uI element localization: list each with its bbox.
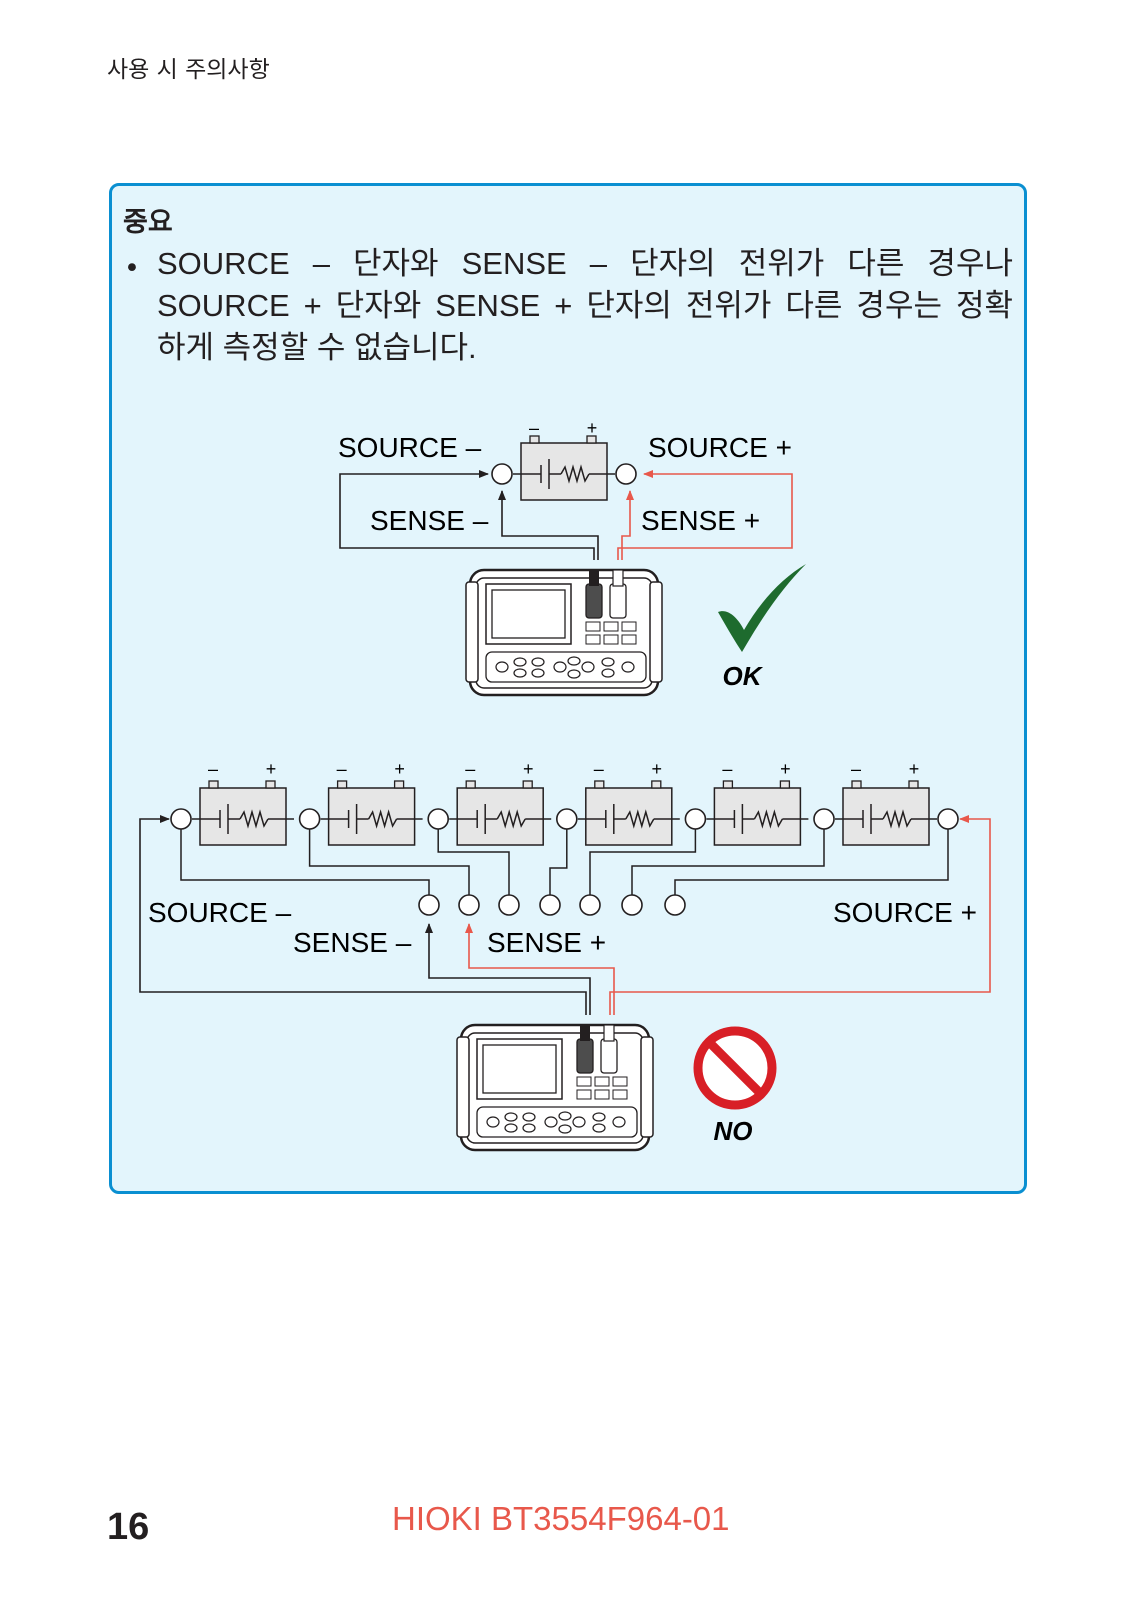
document-id: HIOKI BT3554F964-01 bbox=[392, 1500, 730, 1537]
battery-chain: – + – + – + – + – + – + bbox=[139, 759, 991, 1015]
sense-terminal bbox=[498, 894, 520, 916]
sense-minus-label: SENSE – bbox=[293, 927, 412, 958]
sense-plus-wire bbox=[465, 923, 615, 1015]
sense-terminal bbox=[539, 894, 561, 916]
source-minus-wire bbox=[339, 470, 595, 560]
chain-wire bbox=[589, 829, 697, 895]
no-label: NO bbox=[714, 1116, 753, 1146]
source-minus-terminal bbox=[491, 463, 513, 485]
chain-wire bbox=[180, 829, 430, 895]
chain-wire bbox=[549, 829, 568, 895]
source-minus-label: SOURCE – bbox=[148, 897, 292, 928]
battery-terminal bbox=[427, 808, 450, 830]
sense-terminal bbox=[418, 894, 440, 916]
meter-icon bbox=[464, 568, 664, 697]
polarity-plus-label: + bbox=[266, 759, 277, 779]
source-plus-wire bbox=[617, 470, 793, 560]
chain-wire bbox=[674, 829, 949, 895]
battery-icon bbox=[191, 780, 295, 846]
ok-diagram: – + SOURCE – SOURCE + SENSE – SENSE + OK bbox=[338, 418, 806, 697]
chain-wire bbox=[631, 829, 825, 895]
meter-icon bbox=[455, 1023, 655, 1152]
polarity-plus-label: + bbox=[652, 759, 663, 779]
battery-icon bbox=[319, 780, 424, 846]
chain-wire bbox=[437, 829, 510, 895]
page-number: 16 bbox=[107, 1506, 150, 1548]
source-minus-wire bbox=[139, 815, 587, 1015]
source-plus-terminal bbox=[615, 463, 637, 485]
sense-plus-label: SENSE + bbox=[487, 927, 606, 958]
notice-line-3: 하게 측정할 수 없습니다. bbox=[157, 330, 477, 365]
battery-icon bbox=[512, 435, 616, 501]
source-plus-label: SOURCE + bbox=[648, 432, 792, 463]
notice-title: 중요 bbox=[123, 207, 173, 238]
sense-terminal bbox=[579, 894, 601, 916]
sense-minus-wire bbox=[425, 923, 591, 1015]
polarity-minus-label: – bbox=[208, 759, 218, 779]
battery-terminal bbox=[813, 808, 835, 830]
polarity-minus-label: – bbox=[337, 759, 347, 779]
polarity-plus-label: + bbox=[780, 759, 791, 779]
sense-minus-wire bbox=[498, 490, 599, 560]
battery-icon bbox=[705, 780, 810, 846]
polarity-plus-label: + bbox=[587, 418, 598, 438]
battery-icon bbox=[834, 780, 938, 846]
battery-terminal bbox=[170, 808, 192, 830]
battery-terminal bbox=[684, 808, 707, 830]
no-diagram: – + – + – + – + – + – + SOURCE – SENSE – SENSE + SO… bbox=[139, 759, 991, 1152]
ok-label: OK bbox=[723, 661, 764, 691]
polarity-plus-label: + bbox=[523, 759, 534, 779]
check-icon bbox=[718, 564, 806, 652]
battery-icon bbox=[577, 780, 681, 846]
source-plus-label: SOURCE + bbox=[833, 897, 977, 928]
polarity-minus-label: – bbox=[722, 759, 732, 779]
sense-plus-wire bbox=[621, 490, 634, 560]
sense-terminal bbox=[621, 894, 643, 916]
polarity-minus-label: – bbox=[465, 759, 475, 779]
polarity-plus-label: + bbox=[394, 759, 405, 779]
bullet-marker: • bbox=[124, 253, 140, 284]
polarity-minus-label: – bbox=[851, 759, 861, 779]
sense-plus-label: SENSE + bbox=[641, 505, 760, 536]
polarity-plus-label: + bbox=[909, 759, 920, 779]
notice-text: SOURCE – 단자와 SENSE – 단자의 전위가 다른 경우나 SOUR… bbox=[157, 243, 1013, 369]
sense-terminal bbox=[458, 894, 480, 916]
polarity-minus-label: – bbox=[529, 418, 539, 438]
source-minus-label: SOURCE – bbox=[338, 432, 482, 463]
polarity-minus-label: – bbox=[594, 759, 604, 779]
no-icon bbox=[693, 1026, 777, 1110]
battery-terminal bbox=[555, 808, 578, 830]
notice-line-2: SOURCE + 단자와 SENSE + 단자의 전위가 다른 경우는 정확 bbox=[157, 288, 1013, 323]
notice-line-1: SOURCE – 단자와 SENSE – 단자의 전위가 다른 경우나 bbox=[157, 246, 1013, 281]
chain-wire bbox=[308, 829, 470, 895]
section-header: 사용 시 주의사항 bbox=[107, 57, 270, 83]
battery-terminal bbox=[298, 808, 321, 830]
battery-terminal bbox=[937, 808, 959, 830]
sense-minus-label: SENSE – bbox=[370, 505, 489, 536]
source-plus-wire bbox=[609, 815, 991, 1015]
sense-terminal bbox=[664, 894, 686, 916]
battery-icon bbox=[448, 780, 552, 846]
